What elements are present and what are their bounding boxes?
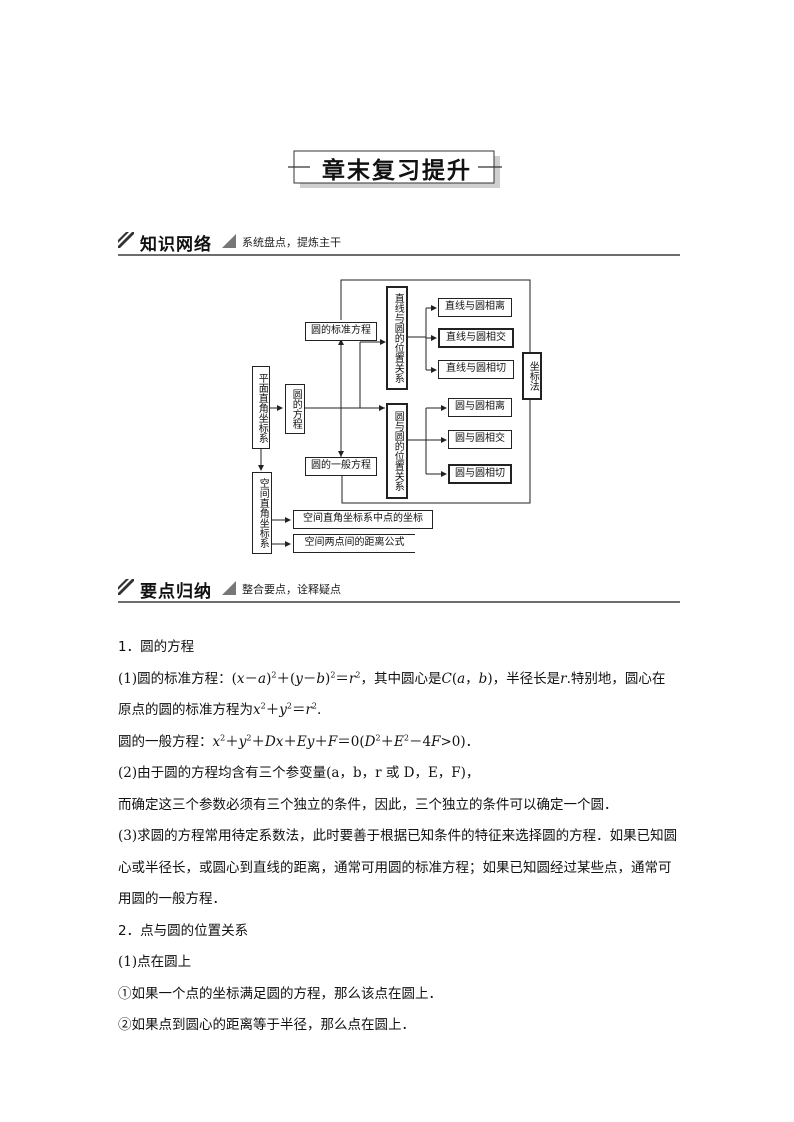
paragraph-three-conditions: 而确定这三个参数必须有三个独立的条件，因此，三个独立的条件可以确定一个圆． [118,796,618,813]
node-line-circle-intersect: 直线与圆相交 [438,328,514,348]
node-line-circle-relation: 直线与圆的位置关系 [386,286,408,390]
page-title: 章末复习提升 [322,157,472,184]
node-line-circle-tangent: 直线与圆相切 [438,360,514,379]
node-coordinate-method: 坐标法 [522,352,542,400]
text-run: 特别地，圆心在 [570,670,666,687]
section-label: 知识网络 [140,235,212,255]
section-header-knowledge: 知识网络 系统盘点，提炼主干 [118,230,680,256]
paragraph-point-satisfies-equation: ①如果一个点的坐标满足圆的方程，那么该点在圆上． [118,985,442,1002]
paragraph-three-parameters: (2)由于圆的方程均含有三个参变量(a，b，r 或 D，E，F)， [118,765,480,781]
section-subtitle: 系统盘点，提炼主干 [242,236,341,249]
node-general-equation: 圆的一般方程 [305,457,377,476]
node-space-coord: 空间直角坐标系 [252,472,272,554]
title-frame-graphic [288,150,502,188]
node-line-circle-apart: 直线与圆相离 [438,298,512,317]
text-run: (1)圆的标准方程： [118,670,232,687]
section-rule [118,601,680,603]
chapter-title-frame: 章末复习提升 [288,150,506,190]
node-space-point-coordinate: 空间直角坐标系中点的坐标 [293,510,433,529]
text-run: 圆的一般方程： [118,733,213,750]
section-header-points: 要点归纳 整合要点，诠释疑点 [118,577,680,603]
text-run: ，半径长是 [492,670,561,687]
node-space-distance-formula: 空间两点间的距离公式 [293,534,415,553]
paragraph-general-equation: 圆的一般方程：x2＋y2＋Dx＋Ey＋F＝0(D2＋E2－4F>0)． [118,733,480,750]
section-rule [118,254,680,256]
paragraph-point-distance-equals-radius: ②如果点到圆心的距离等于半径，那么点在圆上． [118,1017,415,1033]
node-circle-equation: 圆的方程 [285,384,305,434]
paragraph-standard-equation: (1)圆的标准方程：(x－a)2＋(y－b)2＝r2，其中圆心是C(a，b)，半… [118,670,666,719]
node-circle-circle-apart: 圆与圆相离 [448,398,512,417]
node-plane-coord: 平面直角坐标系 [252,366,270,449]
node-standard-equation: 圆的标准方程 [305,322,377,341]
heading-circle-equation: 1．圆的方程 [118,639,195,655]
stripe-icon [118,579,134,595]
heading-point-circle-relation: 2．点与圆的位置关系 [118,922,249,939]
key-points-body: 1．圆的方程 (1)圆的标准方程：(x－a)2＋(y－b)2＝r2，其中圆心是C… [118,632,680,1042]
paragraph-undetermined-coefficients: (3)求圆的方程常用待定系数法，此时要善于根据已知条件的特征来选择圆的方程．如果… [118,828,678,907]
node-circle-circle-relation: 圆与圆的位置关系 [386,403,408,499]
section-subtitle: 整合要点，诠释疑点 [242,583,341,596]
section-label: 要点归纳 [140,582,212,602]
paragraph-point-on-circle: (1)点在圆上 [118,954,192,970]
text-run: 原点的圆的标准方程为 [118,702,253,718]
triangle-icon [222,581,236,595]
triangle-icon [222,234,236,248]
stripe-icon [118,232,134,248]
node-circle-circle-intersect: 圆与圆相交 [448,430,512,449]
node-circle-circle-tangent: 圆与圆相切 [448,464,512,484]
text-run: ，其中圆心是 [360,670,442,687]
